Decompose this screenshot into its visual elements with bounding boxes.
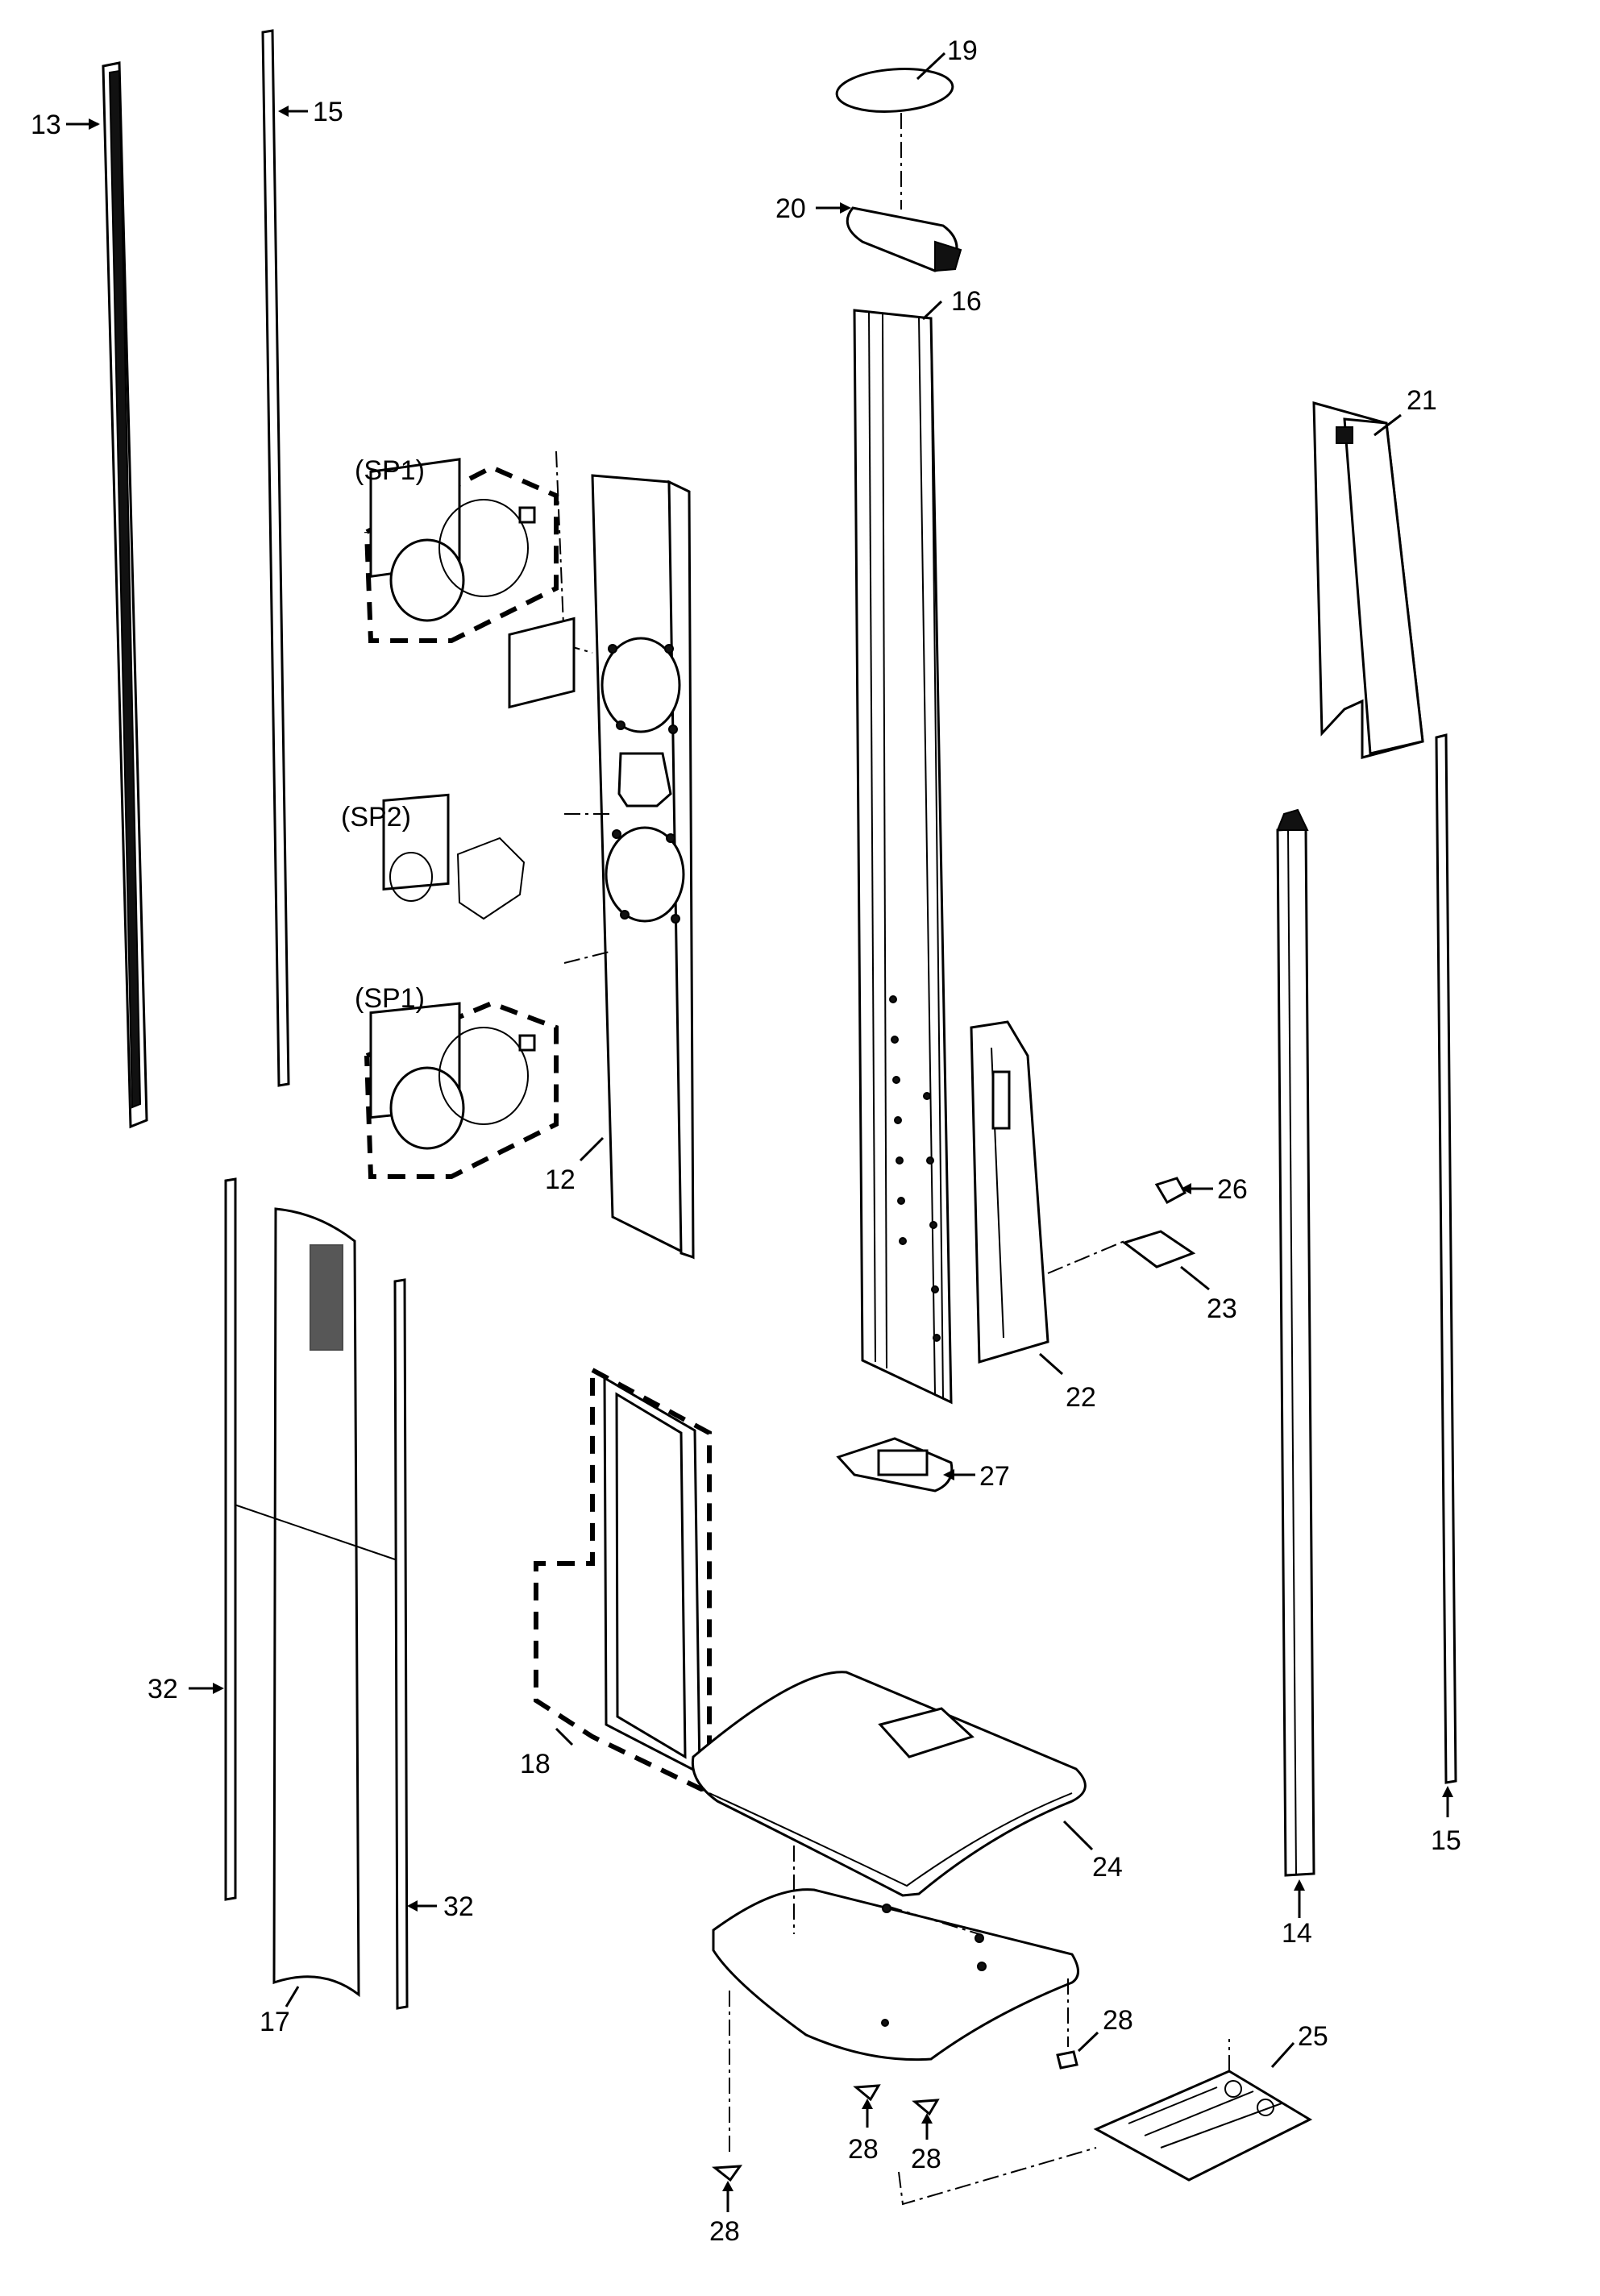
- speaker-sp2-tweeter: [382, 617, 613, 920]
- callout-28-mid-right: 28: [911, 2144, 941, 2174]
- callout-18: 18: [520, 1749, 551, 1779]
- part-27-base-bracket: [836, 1437, 975, 1493]
- part-14-right-post: [1276, 808, 1315, 1918]
- part-28-foot-mid-right: [912, 2099, 940, 2140]
- callout-23: 23: [1207, 1293, 1237, 1324]
- callout-15-right: 15: [1431, 1825, 1461, 1856]
- callout-sp1-bottom: (SP1): [355, 983, 425, 1014]
- part-26-clip: [1154, 1177, 1213, 1205]
- part-28-foot-left: [712, 2165, 743, 2212]
- part-18-frame: [534, 1365, 712, 1792]
- callout-16: 16: [951, 286, 982, 317]
- part-15-thin-strip-right: [1435, 733, 1457, 1817]
- part-13-trim-strip: [66, 61, 148, 1129]
- callout-32-left: 32: [148, 1674, 178, 1704]
- part-17-front-grille: [229, 1207, 396, 2007]
- callout-26: 26: [1217, 1174, 1248, 1205]
- part-28-foot-right: [1056, 2031, 1099, 2070]
- callout-21: 21: [1407, 385, 1437, 416]
- speaker-sp1-bottom: [364, 950, 613, 1179]
- callout-15-top: 15: [313, 97, 343, 127]
- callout-17: 17: [260, 2007, 290, 2037]
- part-15-thin-strip-left: [261, 29, 308, 1087]
- callout-32-right: 32: [443, 1891, 474, 1922]
- part-12-speaker-baffle: [579, 474, 695, 1260]
- callout-13: 13: [31, 110, 61, 140]
- callout-19: 19: [947, 35, 978, 66]
- speaker-sp1-top: [364, 450, 593, 654]
- callout-12: 12: [545, 1165, 576, 1195]
- callout-sp1-top: (SP1): [355, 455, 425, 486]
- callout-22: 22: [1066, 1382, 1096, 1413]
- callout-24: 24: [1092, 1852, 1123, 1883]
- part-16-main-column: [853, 300, 953, 1405]
- part-32-side-strip-right: [393, 1278, 437, 2010]
- part-28-foot-mid-left: [853, 2084, 881, 2128]
- part-24-shelf: [691, 1671, 1094, 1897]
- callout-25: 25: [1298, 2021, 1328, 2052]
- callout-28-left: 28: [709, 2216, 740, 2247]
- part-32-side-strip-left: [189, 1177, 237, 1901]
- part-25-base-label: [898, 2039, 1313, 2206]
- column-holes: [889, 995, 941, 1342]
- part-20-top-bracket: [816, 202, 962, 272]
- callout-28-mid-left: 28: [848, 2134, 879, 2165]
- callout-sp2: (SP2): [341, 802, 411, 832]
- part-23-plate: [1121, 1230, 1210, 1291]
- part-19-top-cap: [835, 52, 954, 210]
- callout-27: 27: [979, 1461, 1010, 1492]
- callout-14: 14: [1282, 1918, 1312, 1949]
- callout-28-right: 28: [1103, 2005, 1133, 2036]
- part-21-back-cover: [1312, 401, 1424, 759]
- base-plate: [712, 1846, 1079, 2152]
- callout-20: 20: [775, 193, 806, 224]
- part-22-rear-bracket: [970, 1020, 1125, 1376]
